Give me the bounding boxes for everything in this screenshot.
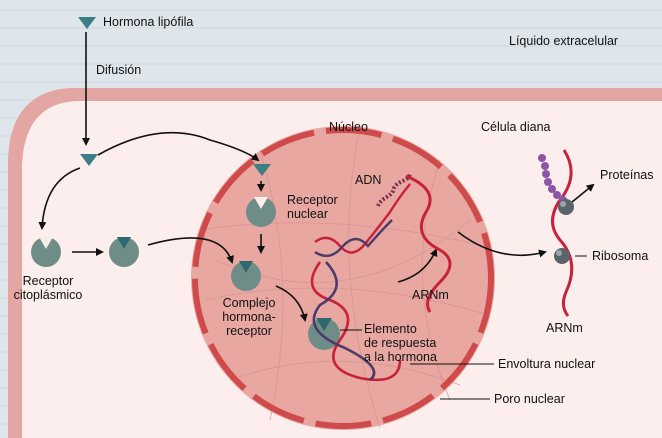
dna-label: ADN	[355, 173, 381, 187]
nuclear-pore-label: Poro nuclear	[494, 392, 565, 406]
nuclear-receptor-label: Receptor nuclear	[287, 193, 338, 221]
ribosome-label: Ribosoma	[592, 249, 648, 263]
extracellular-fluid-label: Líquido extracelular	[509, 34, 618, 48]
proteins-label: Proteínas	[600, 168, 654, 182]
ribosome-icon	[558, 199, 574, 215]
hormone-label: Hormona lipófila	[103, 15, 193, 29]
diffusion-label: Difusión	[96, 63, 141, 77]
ribosome-icon	[554, 248, 570, 264]
response-element-label: Elemento de respuesta a la hormona	[364, 322, 437, 364]
cyto-receptor-label: Receptor citoplásmico	[6, 274, 90, 302]
mrna-cytoplasm-label: ARNm	[546, 321, 583, 335]
dna-bound-complex-icon	[308, 318, 340, 350]
nuclear-receptor-icon	[246, 197, 276, 227]
complex-label: Complejo hormona- receptor	[212, 296, 286, 338]
mrna-nucleus-label: ARNm	[412, 288, 449, 302]
nucleus-label: Núcleo	[329, 120, 368, 134]
target-cell-label: Célula diana	[481, 120, 551, 134]
cyto-receptor-bound	[109, 237, 139, 267]
complex-receptor-icon	[231, 261, 261, 291]
nuclear-envelope-label: Envoltura nuclear	[498, 357, 595, 371]
cyto-receptor-free	[31, 237, 61, 267]
